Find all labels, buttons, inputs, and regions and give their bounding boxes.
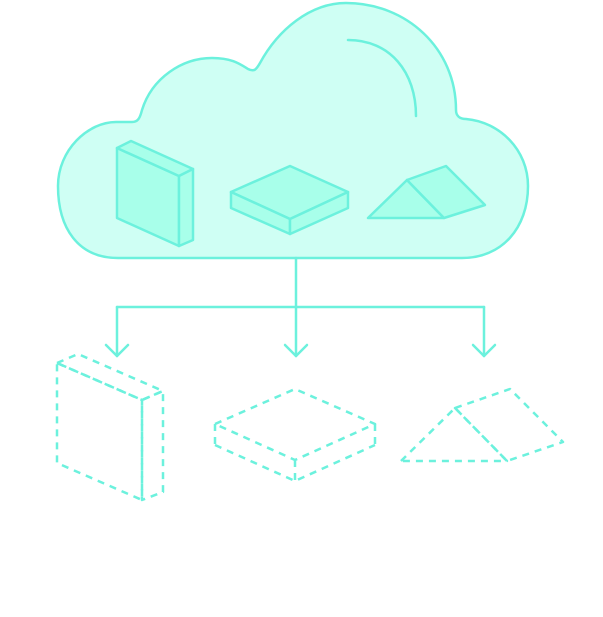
arrow-down-icon bbox=[104, 305, 130, 358]
prism-icon bbox=[366, 164, 487, 220]
arrow-down-icon bbox=[471, 305, 497, 358]
arrow-down-icon bbox=[283, 305, 309, 358]
vertical-block-outline-icon bbox=[55, 352, 165, 502]
vertical-block-icon bbox=[115, 139, 195, 248]
flat-slab-icon bbox=[229, 164, 350, 236]
flat-slab-outline-icon bbox=[213, 387, 377, 483]
prism-outline-icon bbox=[399, 387, 565, 463]
distribution-connector bbox=[115, 256, 486, 309]
